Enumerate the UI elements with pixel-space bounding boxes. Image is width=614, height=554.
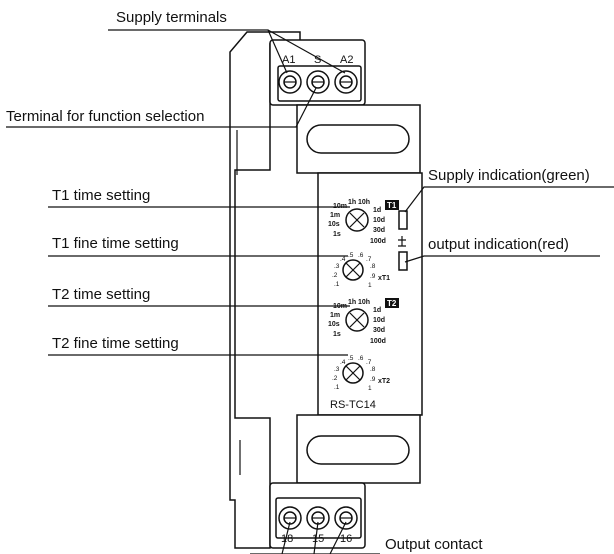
t2-label-10d: 10d [373, 317, 385, 324]
t1-label-10h: 10h [358, 199, 370, 206]
t2-fine-dial[interactable] [342, 362, 364, 384]
t1-fine-9: .9 [370, 273, 376, 280]
callout-output-indication: output indication(red) [428, 236, 569, 253]
t1-label-1m: 1m [330, 212, 340, 219]
t2-label-10h: 10h [358, 299, 370, 306]
screw-15 [306, 506, 330, 530]
screw-16 [334, 506, 358, 530]
t1-fine-dial[interactable] [342, 259, 364, 281]
t1-fine-2: .2 [332, 272, 338, 279]
t2-label-1s: 1s [333, 331, 341, 338]
t1-badge-text: T1 [387, 201, 397, 210]
t2-badge-text: T2 [387, 299, 397, 308]
screw-a1 [278, 70, 302, 94]
t1-range-dial[interactable] [345, 208, 369, 232]
callout-t2-time: T2 time setting [52, 286, 150, 303]
lower-slot [306, 435, 410, 465]
terminal-label-s: S [314, 54, 321, 66]
callout-supply-indication: Supply indication(green) [428, 167, 590, 184]
t2-label-1h: 1h [348, 299, 356, 306]
terminal-label-a1: A1 [282, 54, 295, 66]
t1-label-1h: 1h [348, 199, 356, 206]
t1-fine-one: 1 [368, 282, 372, 289]
t2-label-10s: 10s [328, 321, 340, 328]
t2-fine-1: .1 [334, 384, 340, 391]
t1-fine-5: .5 [348, 252, 354, 259]
leader-function-terminal [6, 87, 317, 128]
output-led-symbol [398, 236, 406, 247]
t1-badge [385, 200, 399, 210]
callout-supply-terminals: Supply terminals [116, 9, 227, 26]
callout-function-terminal: Terminal for function selection [6, 108, 204, 125]
t1-fine-7: .7 [366, 256, 372, 263]
leader-output-indication [404, 255, 600, 263]
t1-label-10d: 10d [373, 217, 385, 224]
t1-label-100d: 100d [370, 238, 386, 245]
upper-slot [306, 124, 410, 154]
t2-fine-3: .3 [334, 366, 340, 373]
terminal-label-18: 18 [281, 533, 293, 545]
t1-fine-3: .3 [334, 263, 340, 270]
t2-fine-7: .7 [366, 359, 372, 366]
t1-label-30d: 30d [373, 227, 385, 234]
terminal-label-15: 15 [312, 533, 324, 545]
t2-fine-6: .6 [358, 355, 364, 362]
t1-label-1s: 1s [333, 231, 341, 238]
t2-fine-one: 1 [368, 385, 372, 392]
t1-fine-1: .1 [334, 281, 340, 288]
model-label: RS-TC14 [330, 399, 376, 411]
screw-s [306, 70, 330, 94]
terminal-label-a2: A2 [340, 54, 353, 66]
t1-multiplier: xT1 [378, 275, 390, 282]
t2-label-100d: 100d [370, 338, 386, 345]
supply-led [398, 210, 408, 230]
callout-t1-time: T1 time setting [52, 187, 150, 204]
t1-label-10s: 10s [328, 221, 340, 228]
t2-fine-4: .4 [340, 359, 346, 366]
t2-label-1m: 1m [330, 312, 340, 319]
t2-fine-8: .8 [370, 366, 376, 373]
t2-fine-9: .9 [370, 376, 376, 383]
screw-a2 [334, 70, 358, 94]
t2-fine-5: .5 [348, 355, 354, 362]
leader-output-contact [250, 521, 380, 554]
callout-t2-fine: T2 fine time setting [52, 335, 179, 352]
t2-fine-2: .2 [332, 375, 338, 382]
terminal-label-16: 16 [340, 533, 352, 545]
t1-label-1d: 1d [373, 207, 381, 214]
leader-supply-indication [404, 186, 614, 213]
t1-fine-4: .4 [340, 256, 346, 263]
output-led [398, 251, 408, 271]
t2-label-30d: 30d [373, 327, 385, 334]
t2-range-dial[interactable] [345, 308, 369, 332]
callout-output-contact: Output contact [385, 536, 483, 553]
t2-multiplier: xT2 [378, 378, 390, 385]
callout-t1-fine: T1 fine time setting [52, 235, 179, 252]
t1-fine-6: .6 [358, 252, 364, 259]
t2-label-1d: 1d [373, 307, 381, 314]
t2-badge [385, 298, 399, 308]
screw-18 [278, 506, 302, 530]
t1-fine-8: .8 [370, 263, 376, 270]
